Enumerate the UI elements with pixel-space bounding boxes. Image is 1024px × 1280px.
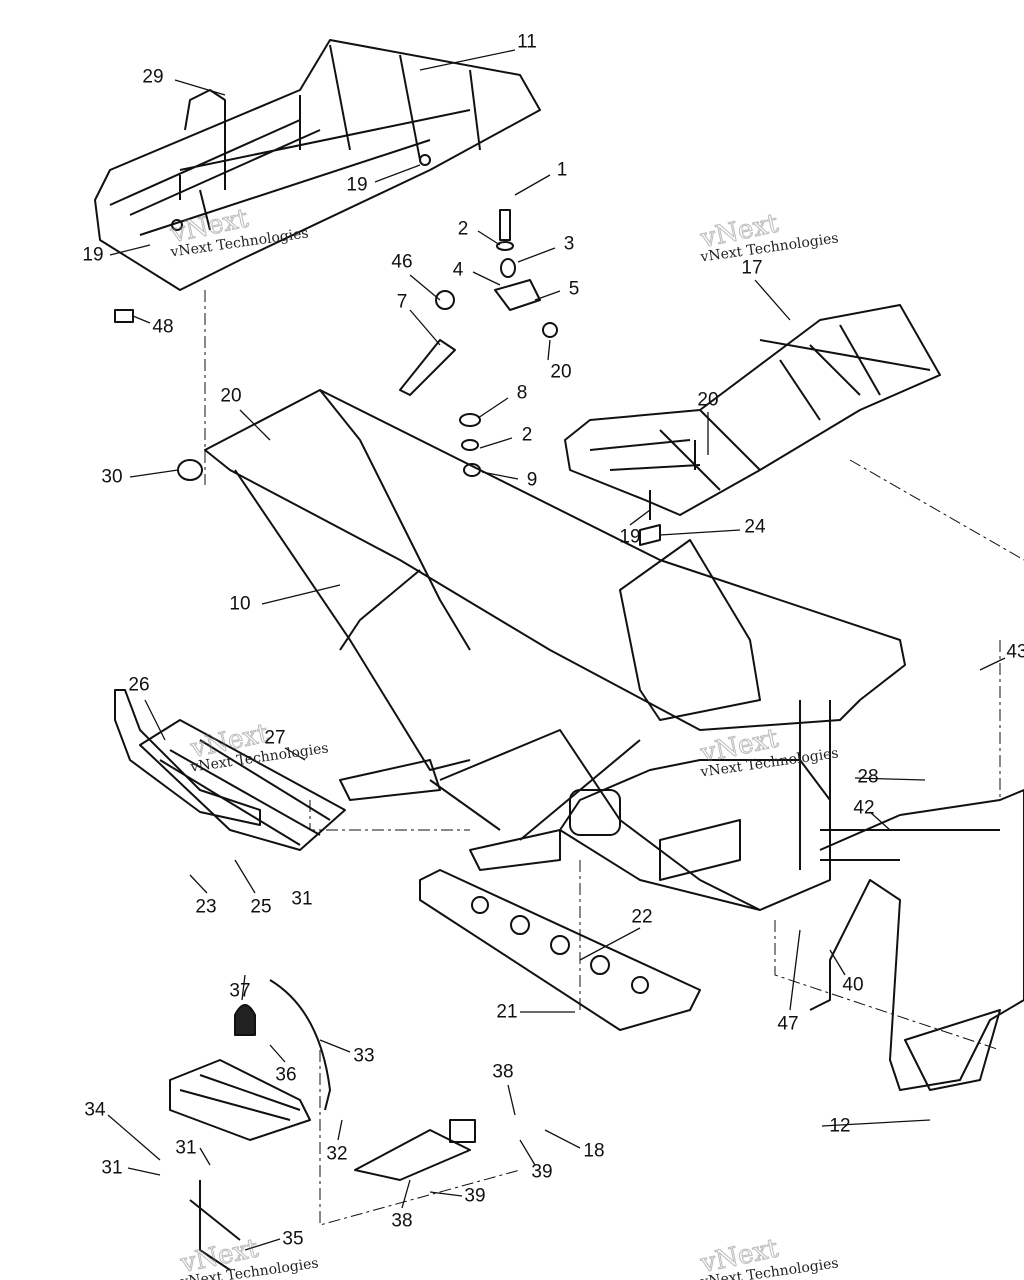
callout: 3 bbox=[563, 233, 575, 255]
callout: 19 bbox=[82, 244, 104, 266]
leader-lines bbox=[107, 49, 1006, 1251]
skid-plate bbox=[419, 869, 701, 1031]
callout: 5 bbox=[568, 278, 580, 300]
front-rack bbox=[564, 304, 941, 520]
callout: 22 bbox=[631, 906, 653, 928]
callout: 46 bbox=[391, 251, 413, 273]
main-frame bbox=[204, 389, 906, 911]
callout: 9 bbox=[526, 469, 538, 491]
callout: 25 bbox=[250, 896, 272, 918]
callout: 4 bbox=[452, 259, 464, 281]
callout: 34 bbox=[84, 1099, 106, 1121]
callout: 42 bbox=[853, 797, 875, 819]
callout: 31 bbox=[101, 1157, 123, 1179]
callout: 1 bbox=[556, 159, 568, 181]
callout: 12 bbox=[829, 1115, 851, 1137]
rear-rack bbox=[94, 39, 541, 291]
left-footrest bbox=[114, 689, 346, 851]
callout: 24 bbox=[744, 516, 766, 538]
callout: 28 bbox=[857, 766, 879, 788]
callout: 35 bbox=[282, 1228, 304, 1250]
callout: 19 bbox=[346, 174, 368, 196]
callout: 37 bbox=[229, 980, 251, 1002]
callout: 20 bbox=[697, 389, 719, 411]
callout: 17 bbox=[741, 257, 763, 279]
callout: 2 bbox=[521, 424, 533, 446]
callout: 32 bbox=[326, 1143, 348, 1165]
callout: 39 bbox=[531, 1161, 553, 1183]
callout: 27 bbox=[264, 727, 286, 749]
callout: 7 bbox=[396, 291, 408, 313]
callout: 23 bbox=[195, 896, 217, 918]
hardware bbox=[114, 154, 661, 546]
front-bumper bbox=[809, 789, 1024, 1091]
callout: 39 bbox=[464, 1185, 486, 1207]
callout: 43 bbox=[1006, 641, 1024, 663]
callout: 33 bbox=[353, 1045, 375, 1067]
callout: 31 bbox=[291, 888, 313, 910]
callout: 20 bbox=[550, 361, 572, 383]
callout: 19 bbox=[619, 526, 641, 548]
callout: 2 bbox=[457, 218, 469, 240]
callout: 30 bbox=[101, 466, 123, 488]
callout: 8 bbox=[516, 382, 528, 404]
callout: 26 bbox=[128, 674, 150, 696]
callout: 40 bbox=[842, 974, 864, 996]
callout: 11 bbox=[517, 31, 537, 53]
callout: 18 bbox=[583, 1140, 605, 1162]
assembly-lines bbox=[204, 290, 1024, 1226]
callout: 38 bbox=[492, 1061, 514, 1083]
footrest-assembly bbox=[169, 979, 476, 1271]
callout: 21 bbox=[496, 1001, 518, 1023]
callout: 48 bbox=[152, 316, 174, 338]
callout: 36 bbox=[275, 1064, 297, 1086]
callout: 47 bbox=[777, 1013, 799, 1035]
callout: 38 bbox=[391, 1210, 413, 1232]
callout: 10 bbox=[229, 593, 251, 615]
callout: 29 bbox=[142, 66, 164, 88]
callout: 31 bbox=[175, 1137, 197, 1159]
callout: 20 bbox=[220, 385, 242, 407]
